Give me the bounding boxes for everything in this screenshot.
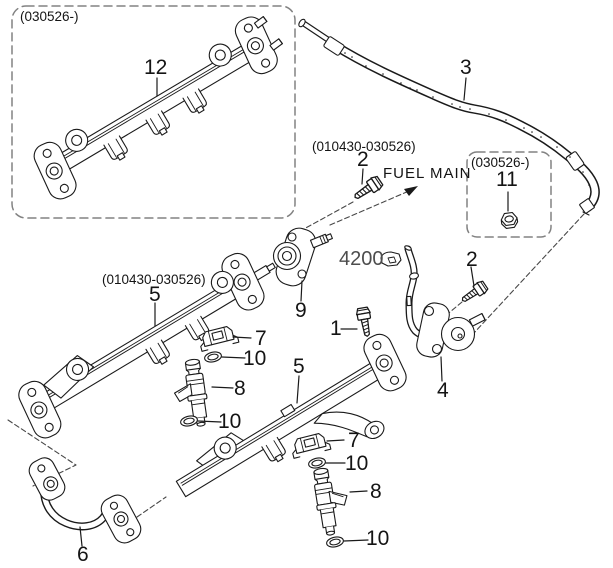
range-code-bolt: (010430-030526): [312, 139, 416, 154]
callout-3[interactable]: 3: [460, 56, 472, 79]
inset-code-nut: (030526-): [471, 155, 530, 170]
callout-7b[interactable]: 7: [348, 429, 360, 452]
fuel-main-arrowhead: [404, 186, 418, 196]
callout-1[interactable]: 1: [330, 317, 342, 340]
callout-7a[interactable]: 7: [255, 327, 267, 350]
callout-2b[interactable]: 2: [466, 248, 478, 271]
fuel-pipe-6-drawing: [28, 457, 142, 544]
callout-10d[interactable]: 10: [366, 527, 390, 550]
hose-texture-dots: [344, 52, 590, 186]
inset-code-top-left: (030526-): [20, 9, 79, 24]
fuel-main-annotation: FUEL MAIN: [383, 165, 472, 182]
callout-8b[interactable]: 8: [370, 480, 382, 503]
callout-leader-lines: [79, 77, 509, 547]
callout-5a[interactable]: 5: [149, 283, 161, 306]
callout-12[interactable]: 12: [144, 56, 168, 79]
callout-10b[interactable]: 10: [218, 410, 242, 433]
fuel-rail-12-drawing: [29, 12, 283, 204]
oring-10d-drawing: [325, 534, 345, 550]
callout-9[interactable]: 9: [295, 299, 307, 322]
connector-ref-4200: 4200: [339, 248, 384, 270]
injector-8b-drawing: [310, 464, 354, 537]
fuel-hose-3-drawing: [298, 18, 600, 216]
callout-10c[interactable]: 10: [345, 452, 369, 475]
oring-10b-drawing: [179, 413, 199, 429]
inset-box-030526-nut: [466, 151, 552, 238]
callout-10a[interactable]: 10: [243, 347, 267, 370]
callout-2a[interactable]: 2: [357, 148, 369, 171]
callout-8a[interactable]: 8: [234, 377, 246, 400]
callout-4[interactable]: 4: [437, 379, 449, 402]
callout-5b[interactable]: 5: [293, 355, 305, 378]
injector-clip-7b-drawing: [289, 431, 332, 459]
callout-6[interactable]: 6: [77, 543, 89, 566]
callout-11[interactable]: 11: [496, 168, 518, 191]
pressure-damper-9-drawing: [272, 227, 333, 287]
bolt-1-drawing: [354, 306, 375, 339]
connector-icon-4200: [380, 251, 402, 267]
fuel-rail-5-rear-drawing: [14, 248, 276, 443]
range-code-rail: (010430-030526): [102, 272, 206, 287]
nut-11-drawing: [499, 211, 519, 230]
bolt-2a-drawing: [350, 174, 385, 205]
oring-10c-drawing: [307, 455, 327, 471]
oring-10a-drawing: [203, 349, 223, 365]
fuel-rail-5-front-drawing: [175, 329, 411, 498]
inset-box-030526-rail: [11, 5, 296, 219]
pressure-regulator-4-drawing: [416, 302, 486, 358]
